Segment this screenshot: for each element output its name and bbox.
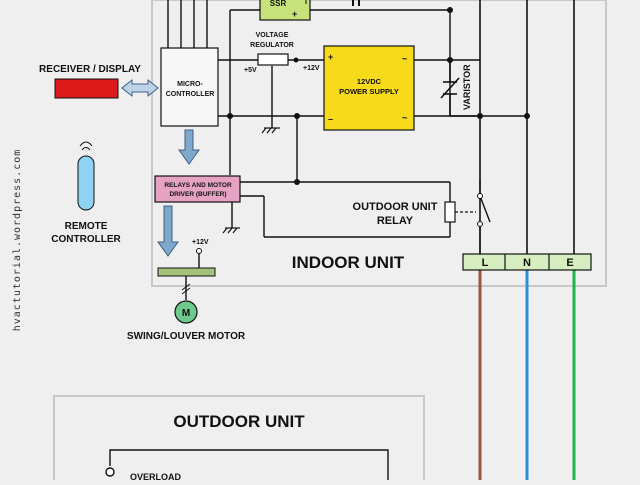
regulator-label-2: REGULATOR (250, 42, 294, 49)
power-supply-label-2: POWER SUPPLY (339, 87, 399, 96)
receiver-display-block (54, 78, 119, 99)
terminal-L: L (482, 257, 489, 269)
outdoor-relay (444, 193, 491, 254)
outdoor-relay-label-1: OUTDOOR UNIT (353, 201, 438, 213)
indoor-unit-panel (151, 0, 607, 287)
motor-m-label: M (182, 308, 190, 319)
relay-driver-block: RELAYS AND MOTOR DRIVER (BUFFER) (154, 175, 241, 203)
outdoor-unit-panel (53, 395, 425, 485)
ps-minus-in: – (328, 114, 333, 124)
remote-signal-icon (79, 141, 93, 151)
relay-driver-label-1: RELAYS AND MOTOR (164, 182, 232, 189)
internal-wiring (167, 0, 527, 300)
watermark-text: hvactutorial.wordpress.com (12, 149, 23, 332)
remote-controller-icon (77, 155, 95, 211)
ps-ac-bottom: ~ (402, 113, 407, 123)
motor-connector-bar (157, 267, 216, 277)
regulator-label-1: VOLTAGE (256, 32, 289, 39)
arrow-driver-to-motor (157, 205, 179, 257)
supply-lines (479, 0, 575, 254)
arrow-receiver-micro (121, 78, 159, 98)
plus12v-label: +12V (303, 65, 320, 72)
power-supply-block: 12VDC POWER SUPPLY + – ~ ~ (323, 45, 415, 131)
microcontroller-label-2: CONTROLLER (166, 91, 215, 98)
microcontroller-label-1: MICRO- (177, 81, 203, 88)
outdoor-internal-wiring (105, 449, 389, 480)
microcontroller-block: MICRO- CONTROLLER (160, 47, 219, 127)
terminal-N: N (523, 257, 531, 269)
plus12v-motor-node (196, 248, 202, 254)
ssr-block: SSR + (259, 0, 311, 21)
varistor-label: VARISTOR (462, 64, 472, 110)
relay-driver-label-2: DRIVER (BUFFER) (169, 191, 226, 198)
terminal-block: L N E (462, 253, 592, 271)
ssr-plus: + (292, 9, 297, 19)
ssr-label: SSR (270, 0, 287, 8)
ground-symbol-regulator (261, 127, 280, 134)
motor-wire-slashes (181, 283, 191, 295)
outdoor-unit-title: OUTDOOR UNIT (173, 412, 305, 431)
plus5v-label: +5V (244, 67, 257, 74)
varistor-component (440, 60, 460, 116)
overload-label: OVERLOAD (130, 472, 182, 480)
receiver-label: RECEIVER / DISPLAY (39, 64, 141, 75)
plus12v-motor-label: +12V (192, 239, 209, 246)
remote-label-2: CONTROLLER (51, 234, 121, 245)
remote-label-1: REMOTE (65, 221, 108, 232)
terminal-E: E (566, 257, 573, 269)
outdoor-relay-label-2: RELAY (377, 215, 414, 227)
ground-symbol-driver (222, 227, 240, 234)
swing-motor-symbol (174, 300, 198, 324)
field-wires (478, 270, 576, 480)
indoor-unit-title: INDOOR UNIT (292, 253, 405, 272)
top-capacitor (352, 0, 360, 6)
swing-motor-label: SWING/LOUVER MOTOR (127, 331, 246, 342)
voltage-regulator: VOLTAGE REGULATOR +5V +12V (244, 32, 320, 74)
ps-plus-in: + (328, 52, 333, 62)
ps-ac-top: ~ (402, 54, 407, 64)
power-supply-label-1: 12VDC (357, 77, 382, 86)
arrow-micro-to-driver (178, 129, 200, 165)
